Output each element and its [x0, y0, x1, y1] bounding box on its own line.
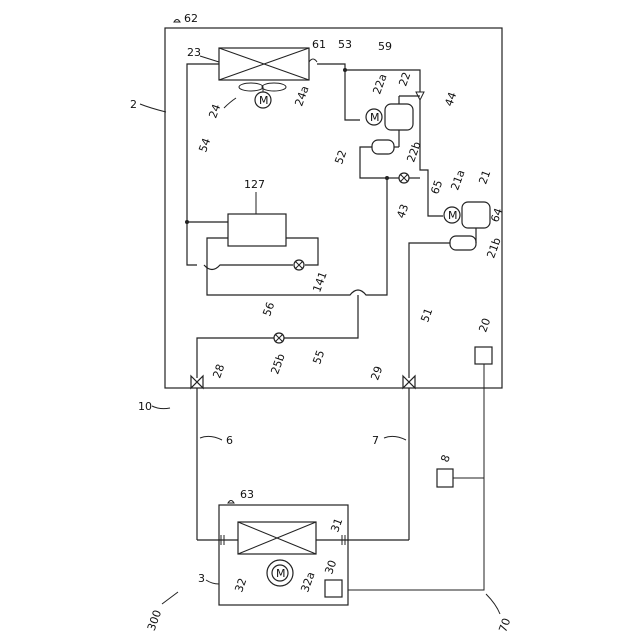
leader-3: [206, 580, 219, 584]
leader-7: [384, 436, 406, 440]
leader-300: [162, 592, 178, 604]
motor-symbol-24a: M: [259, 94, 269, 107]
label-8: 8: [438, 453, 453, 464]
label-127: 127: [244, 178, 265, 191]
indoor-controller-30: [325, 580, 342, 597]
compressor-21-body: [462, 202, 490, 228]
sensor-62-symbol: [174, 20, 180, 23]
receiver-21b: [450, 236, 476, 250]
motor-symbol-22a: M: [370, 111, 380, 124]
signal-wire-20: [342, 364, 484, 590]
leader-6: [200, 436, 222, 440]
motor-symbol-21a: M: [448, 209, 458, 222]
intermediate-exchanger-127: [228, 214, 286, 246]
label-300: 300: [145, 608, 164, 632]
label-53: 53: [338, 38, 352, 51]
label-63: 63: [240, 488, 254, 501]
leader-10: [152, 406, 170, 409]
junction-54: [185, 220, 189, 224]
label-3: 3: [198, 572, 205, 585]
receiver-22b: [372, 140, 394, 154]
label-10: 10: [138, 400, 152, 413]
label-6: 6: [226, 434, 233, 447]
motor-symbol-32a: M: [276, 567, 286, 580]
leader-2: [140, 104, 166, 112]
controller-20: [475, 347, 492, 364]
remote-controller-8: [437, 469, 453, 487]
label-61: 61: [312, 38, 326, 51]
label-7: 7: [372, 434, 379, 447]
label-2: 2: [130, 98, 137, 111]
compressor-22-body: [385, 104, 413, 130]
label-70: 70: [496, 616, 513, 634]
leader-70: [486, 594, 500, 614]
label-62: 62: [184, 12, 198, 25]
label-23: 23: [187, 46, 201, 59]
label-59: 59: [378, 40, 392, 53]
sensor-63-symbol: [228, 501, 234, 504]
